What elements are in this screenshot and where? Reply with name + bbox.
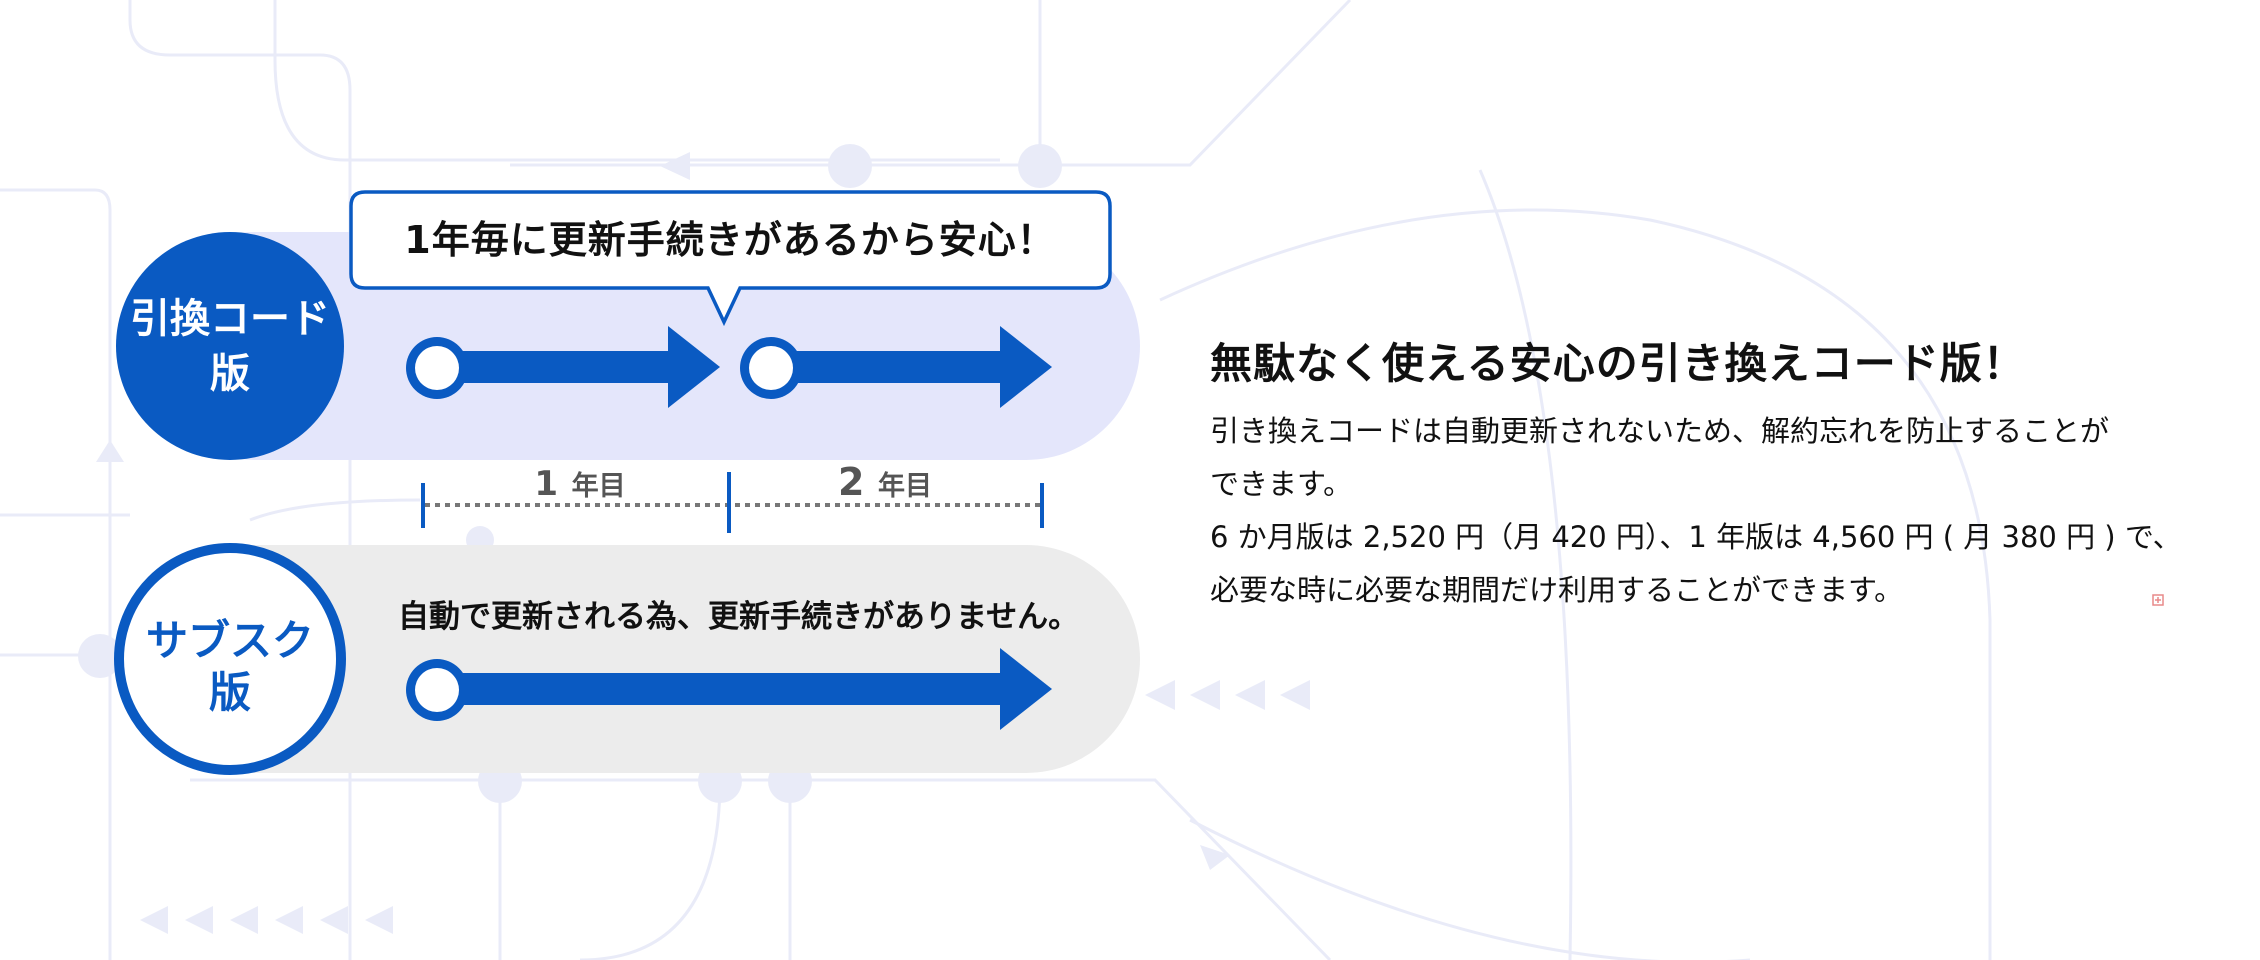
description-line: 引き換えコードは自動更新されないため、解約忘れを防止することが (1210, 414, 2110, 448)
speech-bubble-text: 1年毎に更新手続きがあるから安心！ (404, 218, 1055, 262)
decor-node (828, 144, 872, 188)
corner-mark-cross (2155, 597, 2161, 603)
speech-bubble: 1年毎に更新手続きがあるから安心！ (349, 190, 1112, 327)
decor-line (273, 0, 1000, 162)
decor-arc (1159, 208, 1992, 960)
decor-node (1018, 144, 1062, 188)
decor-arrowhead (1280, 680, 1310, 710)
redeem-code-label: 引換コード (130, 296, 330, 342)
speech-bubble-shape (349, 190, 1112, 327)
decor-arrowhead (1235, 680, 1265, 710)
decor-line (510, 0, 1352, 167)
subscription-badge (114, 543, 346, 775)
year-timeline: 1 年目 2 年目 (421, 460, 1044, 533)
decor-arrowhead (320, 906, 348, 934)
subscription-arrow-shaft (430, 673, 1005, 705)
redeem-code-badge (116, 232, 344, 460)
decor-line (579, 779, 722, 960)
year2-number: 2 (838, 460, 864, 504)
year2-arrow (740, 326, 1052, 408)
corner-mark-box (2152, 594, 2164, 606)
background-decoration (0, 0, 1992, 960)
decor-line (249, 498, 421, 522)
redeem-code-label-sub: 版 (210, 351, 250, 397)
description-line: 必要な時に必要な期間だけ利用することができます。 (1210, 573, 1904, 607)
year1-label: 1 年目 (534, 464, 625, 504)
decor-arrowhead (96, 440, 124, 462)
decor-node (78, 634, 122, 678)
decor-arrowhead (1145, 680, 1175, 710)
decor-line (0, 188, 112, 960)
description-title: 無駄なく使える安心の引き換えコード版！ (1210, 339, 2026, 388)
year1-arrow-shaft (430, 351, 670, 383)
description-block: 無駄なく使える安心の引き換えコード版！ 引き換えコードは自動更新されないため、解… (1210, 330, 2210, 617)
decor-arrowhead (230, 906, 258, 934)
corner-mark (2152, 594, 2164, 606)
subscription-label-sub: 版 (209, 668, 251, 717)
year1-arrow (406, 326, 720, 408)
decor-arrowhead (1190, 680, 1220, 710)
year2-arrow-shaft (765, 351, 1005, 383)
year1-number: 1 (534, 464, 558, 504)
subscription-band (140, 545, 1140, 773)
decor-arc (1189, 818, 1750, 960)
subscription-row: サブスク 版 自動で更新される為、更新手続きがありません。 (114, 543, 1140, 775)
decor-arrowhead (1200, 845, 1230, 870)
decor-arrowhead (185, 906, 213, 934)
decor-arrowhead (660, 152, 690, 180)
subscription-caption: 自動で更新される為、更新手続きがありません。 (398, 599, 1079, 635)
decor-line (190, 778, 1332, 960)
year2-label: 2 年目 (838, 460, 932, 504)
year1-arrow-head (668, 326, 720, 408)
decor-line (128, 0, 352, 960)
year1-suffix: 年目 (572, 470, 626, 502)
year1-start-node-inner (415, 346, 459, 390)
subscription-arrow-head (1000, 648, 1052, 730)
subscription-start-node-inner (415, 668, 459, 712)
description-line: 6 か月版は 2,520 円（月 420 円）、1 年版は 4,560 円 ( … (1210, 520, 2182, 554)
decor-arrowhead (275, 906, 303, 934)
subscription-arrow (406, 648, 1052, 730)
year2-suffix: 年目 (878, 470, 932, 502)
year2-start-node-inner (749, 346, 793, 390)
description-line: できます。 (1210, 467, 1353, 501)
decor-arrowhead (365, 906, 393, 934)
decor-arrowhead (140, 906, 168, 934)
decor-arc (1478, 169, 1573, 960)
subscription-label: サブスク (146, 616, 314, 665)
redeem-code-row: 引換コード 版 1年毎に更新手続きがあるから安心！ (116, 190, 1140, 460)
year2-arrow-head (1000, 326, 1052, 408)
